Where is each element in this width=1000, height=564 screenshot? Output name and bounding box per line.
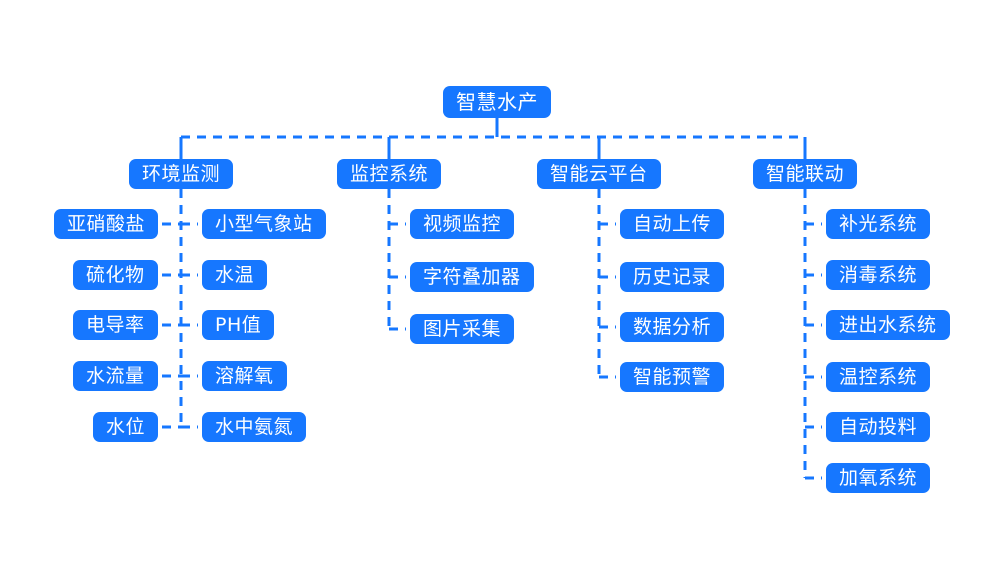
branch-node-3[interactable]: 智能云平台 — [537, 159, 661, 189]
leaf-node-right-1[interactable]: 小型气象站 — [202, 209, 326, 239]
branch-node-4[interactable]: 智能联动 — [753, 159, 858, 189]
leaf-node-b4-3[interactable]: 进出水系统 — [826, 310, 950, 340]
leaf-node-b3-1[interactable]: 自动上传 — [620, 209, 725, 239]
leaf-node-b3-4[interactable]: 智能预警 — [620, 362, 725, 392]
leaf-node-left-1[interactable]: 亚硝酸盐 — [54, 209, 159, 239]
leaf-node-left-4[interactable]: 水流量 — [73, 361, 158, 391]
branch-node-2[interactable]: 监控系统 — [337, 159, 442, 189]
leaf-node-b2-3[interactable]: 图片采集 — [410, 314, 515, 344]
leaf-node-b4-5[interactable]: 自动投料 — [826, 412, 931, 442]
leaf-node-right-5[interactable]: 水中氨氮 — [202, 412, 307, 442]
leaf-node-left-3[interactable]: 电导率 — [73, 310, 158, 340]
leaf-node-b4-2[interactable]: 消毒系统 — [826, 260, 931, 290]
branch-node-1[interactable]: 环境监测 — [129, 159, 234, 189]
root-node[interactable]: 智慧水产 — [443, 86, 551, 118]
leaf-node-left-5[interactable]: 水位 — [93, 412, 159, 442]
leaf-node-b3-3[interactable]: 数据分析 — [620, 312, 725, 342]
leaf-node-b4-4[interactable]: 温控系统 — [826, 362, 931, 392]
leaf-node-b3-2[interactable]: 历史记录 — [620, 262, 725, 292]
leaf-node-b2-2[interactable]: 字符叠加器 — [410, 262, 534, 292]
leaf-node-b4-1[interactable]: 补光系统 — [826, 209, 931, 239]
leaf-node-left-2[interactable]: 硫化物 — [73, 260, 158, 290]
leaf-node-right-3[interactable]: PH值 — [202, 310, 275, 340]
leaf-node-b2-1[interactable]: 视频监控 — [410, 209, 515, 239]
leaf-node-b4-6[interactable]: 加氧系统 — [826, 463, 931, 493]
leaf-node-right-2[interactable]: 水温 — [202, 260, 268, 290]
leaf-node-right-4[interactable]: 溶解氧 — [202, 361, 287, 391]
